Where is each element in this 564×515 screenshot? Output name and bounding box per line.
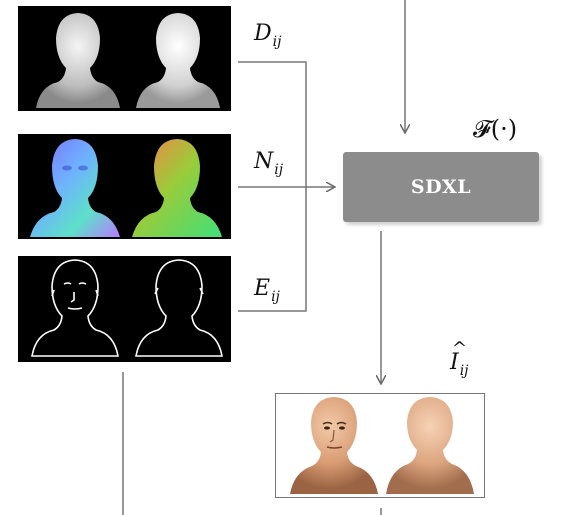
edge-head-back-icon bbox=[135, 259, 223, 357]
edge-connector bbox=[238, 187, 307, 312]
normal-label: Nij bbox=[254, 149, 284, 178]
output-head-back-icon bbox=[386, 397, 474, 494]
normal-map-panel bbox=[18, 134, 231, 239]
sdxl-model-box: SDXL bbox=[343, 152, 539, 222]
edge-map-panel bbox=[18, 256, 231, 362]
normal-head-back-icon bbox=[132, 139, 222, 237]
depth-connector bbox=[238, 61, 307, 187]
edge-label: Eij bbox=[254, 276, 280, 305]
normal-head-front-icon bbox=[30, 139, 120, 237]
sdxl-label: SDXL bbox=[410, 176, 472, 198]
output-image-frame bbox=[275, 393, 485, 498]
edge-head-front-icon bbox=[31, 259, 119, 357]
depth-map-panel bbox=[18, 6, 231, 111]
depth-head-back-icon bbox=[136, 13, 220, 108]
output-head-front-icon bbox=[290, 397, 378, 494]
depth-label: Dij bbox=[254, 21, 282, 50]
output-image-label: Iij bbox=[450, 340, 469, 378]
function-label: 𝓕(·) bbox=[473, 115, 518, 143]
depth-head-front-icon bbox=[36, 13, 120, 108]
